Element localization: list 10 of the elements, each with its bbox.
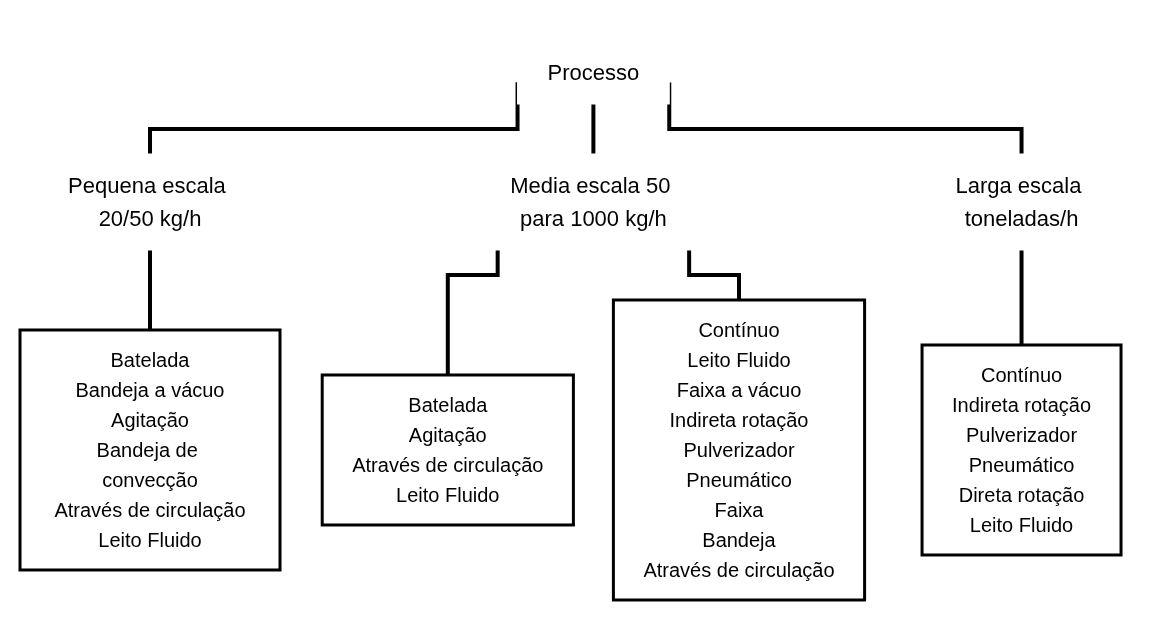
- node-box: Batelada Agitação Através de circulação Leito Fluido: [320, 373, 575, 527]
- node-box: Contínuo Indireta rotação Pulverizador Pneumático Direta rotação Leito Fluido: [920, 343, 1123, 557]
- connector: [147, 82, 520, 156]
- connector: [667, 82, 1024, 156]
- node-text: Pequena escala 20/50 kg/h: [67, 173, 226, 231]
- node-text: Media escala 50 para 1000 kg/h: [509, 173, 671, 231]
- node-text: Larga escala toneladas/h: [955, 173, 1082, 231]
- node-box: Contínuo Leito Fluido Faixa a vácuo Indireta rotação Pulverizador Pneumático Faixa Bandeja Através de circulação: [611, 298, 866, 602]
- connector: [591, 104, 596, 156]
- node-box: Batelada Bandeja a vácuo Agitação Bandeja de convecção Através de circulação Leito Fluido: [18, 328, 282, 572]
